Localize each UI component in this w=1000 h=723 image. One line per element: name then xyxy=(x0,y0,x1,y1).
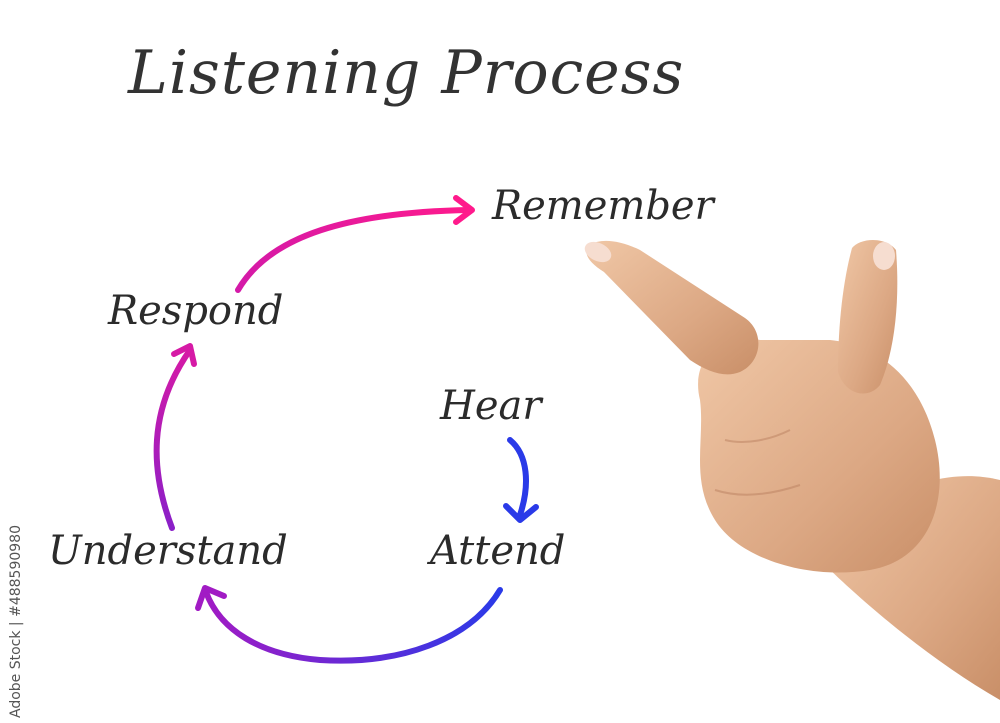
pointing-hand-image xyxy=(584,240,1000,700)
arrow-hear-to-attend xyxy=(503,437,539,523)
arrow-understand-to-respond xyxy=(153,343,197,531)
stage-respond: Respond xyxy=(108,288,284,334)
diagram-title: Listening Process xyxy=(128,38,685,108)
stage-understand: Understand xyxy=(48,528,288,574)
arrow-respond-to-remember xyxy=(235,195,475,293)
stage-remember: Remember xyxy=(492,183,714,229)
stock-id-stamp: Adobe Stock | #488590980 xyxy=(8,525,24,718)
stage-hear: Hear xyxy=(440,383,542,429)
arrow-attend-to-understand xyxy=(195,585,503,664)
stage-attend: Attend xyxy=(430,528,566,574)
